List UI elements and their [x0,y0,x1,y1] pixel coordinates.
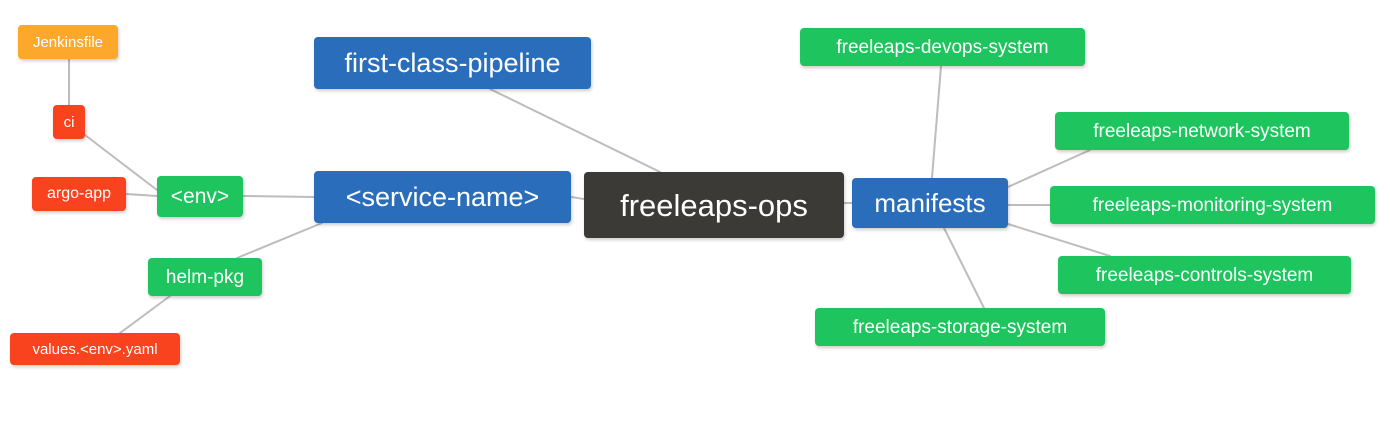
node-first-class-pipeline[interactable]: first-class-pipeline [314,37,591,89]
node-label-env: <env> [170,185,230,208]
node-argo-app[interactable]: argo-app [32,177,126,211]
node-label-manifests: manifests [874,188,986,218]
node-freeleaps-monitoring-system[interactable]: freeleaps-monitoring-system [1050,186,1375,224]
node-freeleaps-storage-system[interactable]: freeleaps-storage-system [815,308,1105,346]
node-label-first-class-pipeline: first-class-pipeline [344,47,561,78]
node-values-yaml[interactable]: values.<env>.yaml [10,333,180,365]
node-label-freeleaps-storage-system: freeleaps-storage-system [852,316,1068,338]
node-freeleaps-devops-system[interactable]: freeleaps-devops-system [800,28,1085,66]
node-env[interactable]: <env> [157,176,243,217]
node-label-helm-pkg: helm-pkg [165,266,245,288]
node-label-freeleaps-controls-system: freeleaps-controls-system [1095,264,1314,286]
node-helm-pkg[interactable]: helm-pkg [148,258,262,296]
node-freeleaps-ops[interactable]: freeleaps-ops [584,172,844,238]
node-label-freeleaps-network-system: freeleaps-network-system [1093,120,1311,142]
node-service-name[interactable]: <service-name> [314,171,571,223]
node-label-service-name: <service-name> [345,181,540,212]
node-label-freeleaps-devops-system: freeleaps-devops-system [836,36,1049,58]
node-label-ci: ci [63,113,75,131]
node-label-argo-app: argo-app [46,185,112,202]
node-freeleaps-network-system[interactable]: freeleaps-network-system [1055,112,1349,150]
node-freeleaps-controls-system[interactable]: freeleaps-controls-system [1058,256,1351,294]
node-label-values-yaml: values.<env>.yaml [32,340,158,358]
node-label-jenkinsfile: Jenkinsfile [32,33,104,51]
node-jenkinsfile[interactable]: Jenkinsfile [18,25,118,59]
node-manifests[interactable]: manifests [852,178,1008,228]
node-label-freeleaps-monitoring-system: freeleaps-monitoring-system [1092,194,1333,216]
node-ci[interactable]: ci [53,105,85,139]
node-label-freeleaps-ops: freeleaps-ops [620,187,808,223]
